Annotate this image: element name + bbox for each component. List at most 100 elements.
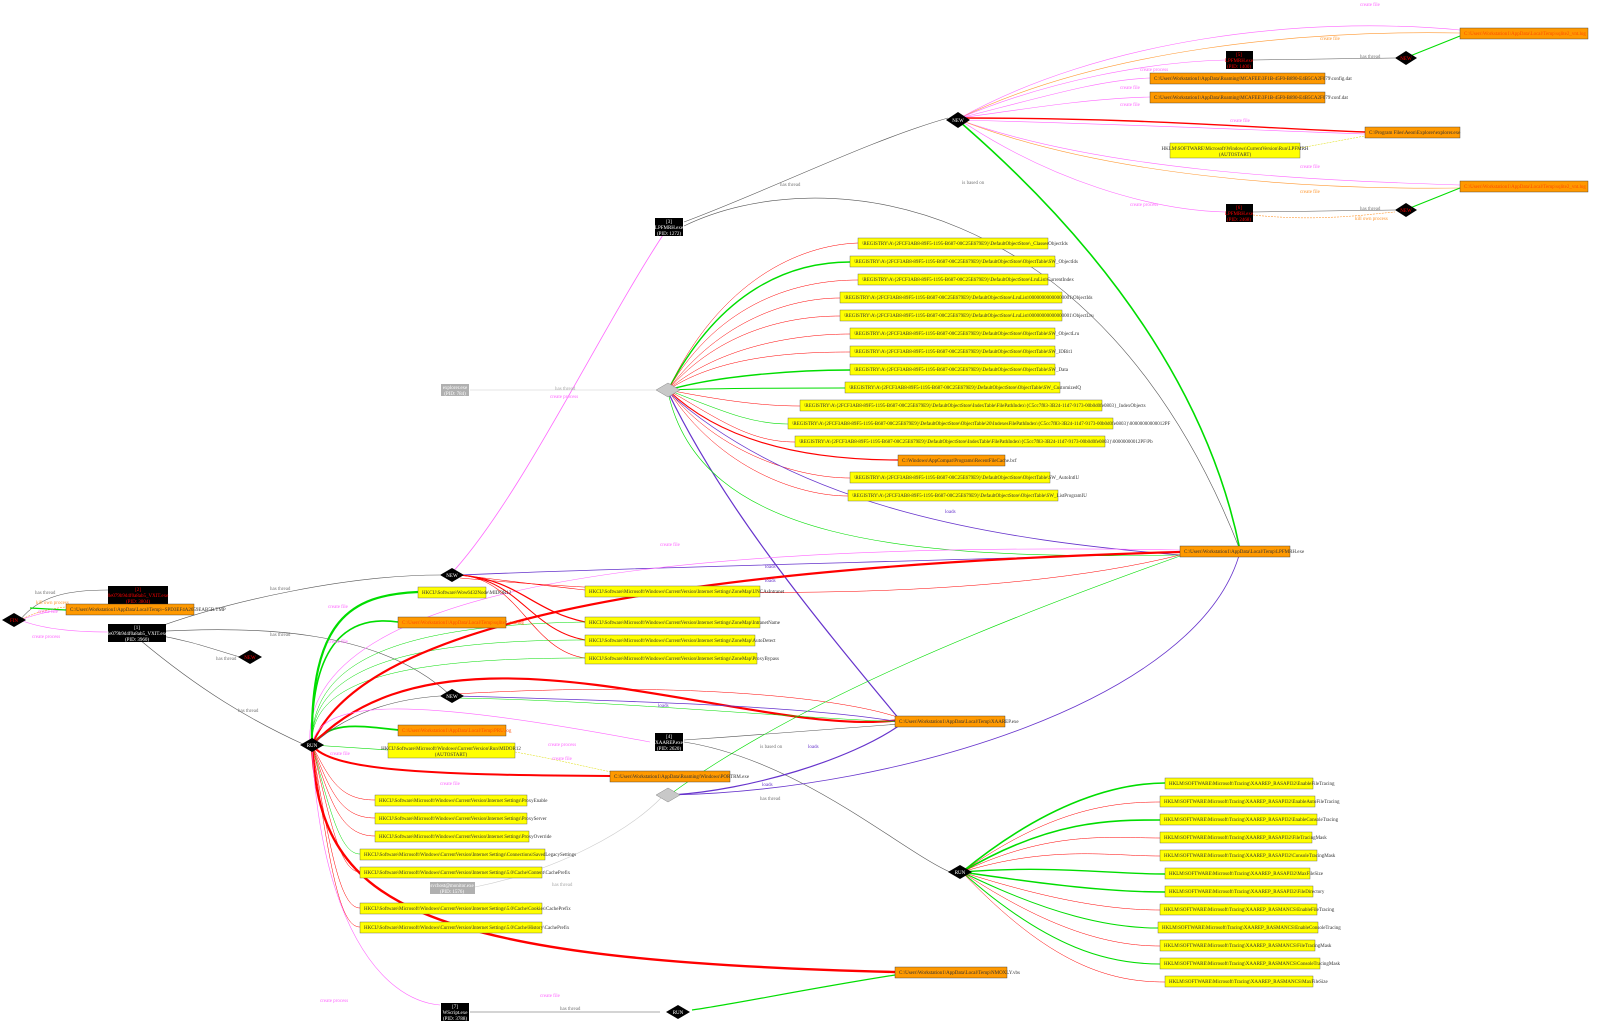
file-node[interactable]: C:\Users\Workstation1\AppData\Local\Temp… xyxy=(894,966,1020,979)
file-node[interactable]: C:\Users\Workstation1\AppData\Local\Temp… xyxy=(1459,180,1589,193)
registry-node[interactable]: \REGISTRY\A\{2FCF3AB8-89F5-1195-B687-00C… xyxy=(857,237,1068,250)
registry-node[interactable]: HKCU\Software\Wow6432Node\MIDOR12 xyxy=(417,586,512,599)
registry-node[interactable]: \REGISTRY\A\{2FCF3AB8-89F5-1195-B687-00C… xyxy=(787,417,1171,430)
file-node[interactable]: C:\Windows\AppCompat\Programs\RecentFile… xyxy=(897,454,1017,467)
svg-text:(AUTOSTART): (AUTOSTART) xyxy=(1219,153,1252,158)
registry-node[interactable]: HKCU\Software\Microsoft\Windows\CurrentV… xyxy=(359,848,576,861)
registry-node[interactable]: HKLM\SOFTWARE\Microsoft\Tracing\XAAREP_R… xyxy=(1159,939,1332,952)
registry-node[interactable]: \REGISTRY\A\{2FCF3AB8-89F5-1195-B687-00C… xyxy=(799,399,1146,412)
thread-diamond[interactable]: NEW xyxy=(1395,203,1417,217)
thread-diamond[interactable]: NEW xyxy=(440,568,464,582)
registry-node[interactable]: HKCU\Software\Microsoft\Windows\CurrentV… xyxy=(584,634,776,647)
process-node[interactable]: [1] 0e079b9d4f0a8ab5_VXIT.exe (PID: 3960… xyxy=(107,624,168,643)
file-node[interactable]: C:\Users\Workstation1\AppData\Local\Temp… xyxy=(397,724,512,737)
file-node[interactable]: C:\Users\Workstation1\AppData\Roaming\MC… xyxy=(1149,72,1352,85)
file-node[interactable]: C:\Users\Workstation1\AppData\Local\Temp… xyxy=(1179,545,1305,558)
svg-text:\REGISTRY\A\{2FCF3AB8-89F5-119: \REGISTRY\A\{2FCF3AB8-89F5-1195-B687-00C… xyxy=(852,494,1087,499)
gray-hub-diamond[interactable] xyxy=(655,382,681,398)
registry-node[interactable]: HKLM\SOFTWARE\Microsoft\Tracing\XAAREP_R… xyxy=(1159,831,1327,844)
registry-node[interactable]: \REGISTRY\A\{2FCF3AB8-89F5-1195-B687-00C… xyxy=(849,471,1079,484)
registry-node[interactable]: HKLM\SOFTWARE\Microsoft\Tracing\XAAREP_R… xyxy=(1164,975,1328,988)
registry-node[interactable]: HKLM\SOFTWARE\Microsoft\Tracing\XAAREP_R… xyxy=(1159,795,1340,808)
svg-text:C:\Users\Workstation1\AppData\: C:\Users\Workstation1\AppData\Local\Temp… xyxy=(1184,550,1305,555)
registry-node[interactable]: \REGISTRY\A\{2FCF3AB8-89F5-1195-B687-00C… xyxy=(847,489,1087,502)
registry-node[interactable]: HKCU\Software\Microsoft\Windows\CurrentV… xyxy=(374,830,552,843)
thread-diamond[interactable]: RUN xyxy=(666,1005,690,1019)
registry-node[interactable]: HKCU\Software\Microsoft\Windows\CurrentV… xyxy=(359,902,571,915)
registry-node[interactable]: \REGISTRY\A\{2FCF3AB8-89F5-1195-B687-00C… xyxy=(857,273,1074,286)
registry-node[interactable]: HKLM\SOFTWARE\Microsoft\Tracing\XAAREP_R… xyxy=(1159,903,1335,916)
edge-label: loads xyxy=(658,704,669,709)
registry-node[interactable]: \REGISTRY\A\{2FCF3AB8-89F5-1195-B687-00C… xyxy=(849,345,1073,358)
registry-node[interactable]: HKLM\SOFTWARE\Microsoft\Tracing\XAAREP_R… xyxy=(1164,885,1325,898)
registry-node[interactable]: HKLM\SOFTWARE\Microsoft\Tracing\XAAREP_R… xyxy=(1159,849,1336,862)
svg-text:\REGISTRY\A\{2FCF3AB8-89F5-119: \REGISTRY\A\{2FCF3AB8-89F5-1195-B687-00C… xyxy=(854,368,1069,373)
edge-label: has thread xyxy=(35,591,56,596)
registry-node[interactable]: \REGISTRY\A\{2FCF3AB8-89F5-1195-B687-00C… xyxy=(839,291,1093,304)
thread-diamond[interactable]: NEW xyxy=(238,650,262,664)
thread-diamond[interactable]: RUN xyxy=(948,865,972,879)
process-node[interactable]: [7] WScript.exe (PID: 3788) xyxy=(441,1003,469,1022)
registry-node[interactable]: HKLM\SOFTWARE\Microsoft\Tracing\XAAREP_R… xyxy=(1159,957,1341,970)
process-node[interactable]: [3] LPFMRH.exe (PID: 1272) xyxy=(655,218,684,237)
svg-text:HKCU\Software\Microsoft\Window: HKCU\Software\Microsoft\Windows\CurrentV… xyxy=(379,799,548,804)
registry-node[interactable]: HKLM\SOFTWARE\Microsoft\Tracing\XAAREP_R… xyxy=(1159,813,1339,826)
registry-node[interactable]: HKCU\Software\Microsoft\Windows\CurrentV… xyxy=(381,742,521,759)
process-node[interactable]: [4] XAAREP.exe (PID: 2620) xyxy=(655,733,684,752)
thread-diamond[interactable]: NEW xyxy=(440,689,464,703)
registry-node[interactable]: \REGISTRY\A\{2FCF3AB8-89F5-1195-B687-00C… xyxy=(849,363,1069,376)
external-process-node[interactable]: explorer.exe (PID: 784) xyxy=(441,384,469,397)
registry-node[interactable]: HKCU\Software\Microsoft\Windows\CurrentV… xyxy=(359,866,571,879)
file-node[interactable]: C:\Users\Workstation1\AppData\Roaming\Wi… xyxy=(609,770,750,783)
file-node[interactable]: C:\Program Files\Aeon\Explorer\explorer.… xyxy=(1364,126,1461,139)
process-node[interactable]: [5] LPFMRH.exe (PID: 1400) xyxy=(1225,51,1254,70)
edge-main-thread-run xyxy=(139,639,306,746)
registry-node[interactable]: HKCU\Software\Microsoft\Windows\CurrentV… xyxy=(584,616,781,629)
file-node[interactable]: C:\Users\Workstation1\AppData\Local\Temp… xyxy=(65,603,226,616)
edge-t-file2b xyxy=(959,119,1461,189)
gray-hub-diamond[interactable] xyxy=(655,787,681,803)
registry-node[interactable]: HKCU\Software\Microsoft\Windows\CurrentV… xyxy=(359,921,570,934)
registry-node[interactable]: HKCU\Software\Microsoft\Windows\CurrentV… xyxy=(374,812,547,825)
file-node[interactable]: C:\Users\Workstation1\AppData\Local\Temp… xyxy=(894,715,1019,728)
registry-node[interactable]: \REGISTRY\A\{2FCF3AB8-89F5-1195-B687-00C… xyxy=(794,435,1153,448)
svg-text:\REGISTRY\A\{2FCF3AB8-89F5-119: \REGISTRY\A\{2FCF3AB8-89F5-1195-B687-00C… xyxy=(792,422,1171,427)
process-node[interactable]: [2] 0e079b9d4f0a8ab5_VXIT.exe (PID: 3804… xyxy=(108,586,169,605)
svg-text:C:\Users\Workstation1\AppData\: C:\Users\Workstation1\AppData\Local\Temp… xyxy=(402,621,524,626)
edge-lpfmrh-has-thread xyxy=(683,117,949,223)
process-node[interactable]: [6] LPFMRH.exe (PID: 2468) xyxy=(1225,204,1254,223)
thread-diamond[interactable]: FIN xyxy=(2,613,26,627)
file-nodes: C:\Users\Workstation1\AppData\Local\Temp… xyxy=(65,27,1589,979)
registry-node[interactable]: HKLM\SOFTWARE\Microsoft\Tracing\XAAREP_R… xyxy=(1164,777,1335,790)
file-node[interactable]: C:\Users\Workstation1\AppData\Local\Temp… xyxy=(397,616,524,629)
registry-node[interactable]: HKLM\SOFTWARE\Microsoft\Tracing\XAAREP_R… xyxy=(1157,921,1341,934)
registry-node[interactable]: \REGISTRY\A\{2FCF3AB8-89F5-1195-B687-00C… xyxy=(844,381,1081,394)
svg-text:HKLM\SOFTWARE\Microsoft\Tracin: HKLM\SOFTWARE\Microsoft\Tracing\XAAREP_R… xyxy=(1169,782,1335,787)
thread-diamond[interactable]: NEW xyxy=(946,112,970,128)
process-pid: (PID: 3804) xyxy=(126,600,150,605)
registry-node[interactable]: \REGISTRY\A\{2FCF3AB8-89F5-1195-B687-00C… xyxy=(849,255,1078,268)
thread-diamond[interactable]: NEW xyxy=(1395,51,1417,65)
registry-node[interactable]: HKLM\SOFTWARE\Microsoft\Windows\CurrentV… xyxy=(1161,142,1309,159)
registry-node[interactable]: HKCU\Software\Microsoft\Windows\CurrentV… xyxy=(584,652,779,665)
svg-text:HKCU\Software\Microsoft\Window: HKCU\Software\Microsoft\Windows\CurrentV… xyxy=(364,907,571,912)
registry-node[interactable]: HKCU\Software\Microsoft\Windows\CurrentV… xyxy=(584,585,785,598)
edge-label: has thread xyxy=(216,657,237,662)
registry-node[interactable]: \REGISTRY\A\{2FCF3AB8-89F5-1195-B687-00C… xyxy=(839,309,1094,322)
process-index: [5] xyxy=(1236,53,1242,58)
registry-node[interactable]: \REGISTRY\A\{2FCF3AB8-89F5-1195-B687-00C… xyxy=(849,327,1080,340)
edge-xaarep-green xyxy=(454,697,901,723)
file-node[interactable]: C:\Users\Workstation1\AppData\Local\Temp… xyxy=(1459,27,1589,40)
edge-top-green2 xyxy=(1409,187,1461,209)
process-index: [4] xyxy=(666,735,672,740)
svg-text:NEW: NEW xyxy=(952,119,964,124)
thread-diamond[interactable]: RUN xyxy=(300,738,324,752)
edge-label: create process xyxy=(1140,68,1168,73)
external-process-node[interactable]: svchost@monitor.exe (PID: 1576) xyxy=(430,882,475,895)
svg-text:HKLM\SOFTWARE\Microsoft\Tracin: HKLM\SOFTWARE\Microsoft\Tracing\XAAREP_R… xyxy=(1164,818,1339,823)
edge-label: create file xyxy=(328,640,349,645)
registry-node[interactable]: HKCU\Software\Microsoft\Windows\CurrentV… xyxy=(374,794,548,807)
file-node[interactable]: C:\Users\Workstation1\AppData\Roaming\MC… xyxy=(1149,91,1349,104)
registry-node[interactable]: HKLM\SOFTWARE\Microsoft\Tracing\XAAREP_R… xyxy=(1164,867,1324,880)
edge-xaarep-mid-purple xyxy=(454,695,901,723)
